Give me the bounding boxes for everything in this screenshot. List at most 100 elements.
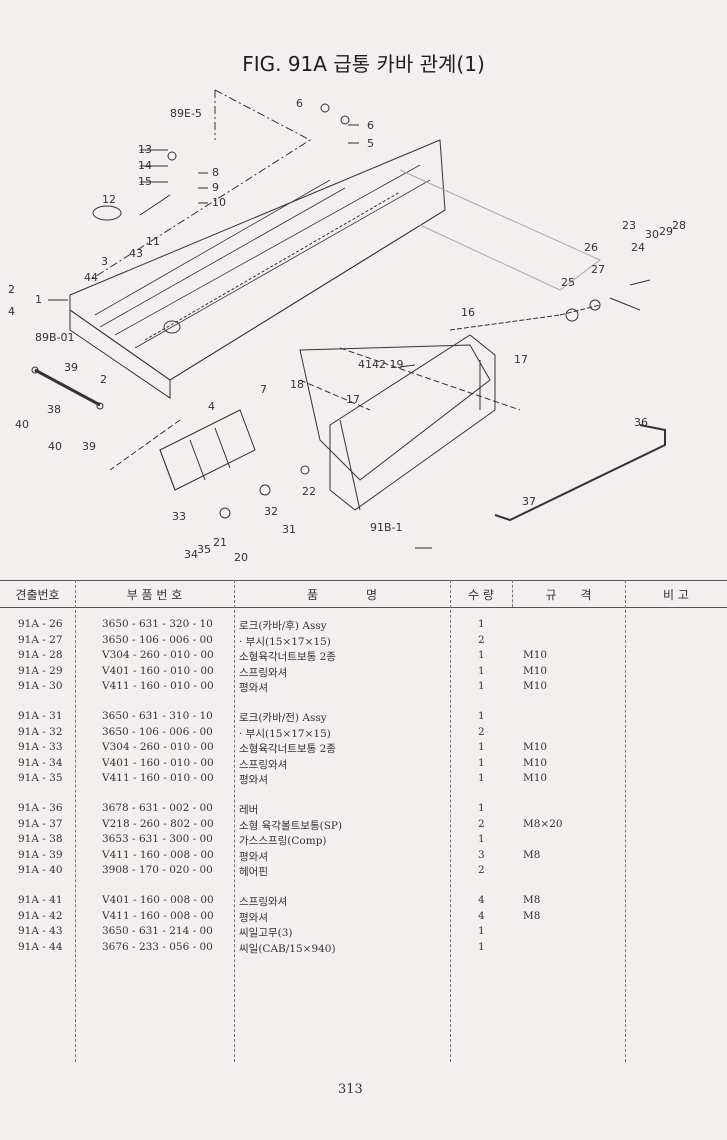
part-no-cell: 3650 - 631 - 310 - 10: [102, 710, 213, 722]
quantity-cell: 1: [478, 710, 485, 722]
callout-label: 39: [64, 361, 78, 374]
part-name-cell: 소형육각너트보통 2종: [239, 651, 336, 663]
part-no-cell: V401 - 160 - 010 - 00: [102, 664, 214, 677]
callout-label: 16: [461, 306, 475, 319]
callout-label: 3: [101, 255, 108, 268]
part-name-cell: 로크(카바/전) Assy: [239, 712, 327, 724]
callout-label: 35: [197, 543, 211, 556]
spec-cell: M10: [523, 772, 548, 784]
callout-label: 20: [234, 551, 248, 564]
callout-label: 23: [622, 219, 636, 232]
part-name-cell: 스프링와셔: [239, 896, 288, 908]
diagram-drawing: [31, 89, 666, 549]
quantity-cell: 1: [478, 680, 485, 692]
ref-no-cell: 91A - 31: [18, 710, 63, 722]
part-name-cell: 소형육각너트보통 2종: [239, 743, 336, 755]
callout-label: 89B-01: [35, 331, 75, 344]
callout-label: 43: [129, 247, 143, 260]
ref-no-cell: 91A - 27: [18, 633, 63, 646]
part-name-cell: 가스스프링(Comp): [239, 835, 327, 847]
quantity-cell: 4: [478, 894, 485, 906]
ref-no-cell: 91A - 44: [18, 940, 63, 953]
callout-label: 27: [591, 263, 605, 276]
part-no-cell: V218 - 260 - 802 - 00: [102, 817, 214, 830]
part-name-cell: 레버: [239, 804, 259, 816]
quantity-cell: 2: [478, 864, 485, 876]
ref-no-cell: 91A - 26: [18, 618, 63, 630]
part-no-cell: V411 - 160 - 010 - 00: [102, 680, 214, 692]
part-name-cell: 스프링와셔: [239, 758, 288, 771]
part-no-cell: 3650 - 631 - 320 - 10: [102, 618, 213, 630]
callout-label: 40: [15, 418, 29, 431]
callout-label: 4142 19: [358, 358, 404, 371]
ref-no-cell: 91A - 42: [18, 909, 63, 922]
part-no-cell: 3678 - 631 - 002 - 00: [102, 802, 213, 814]
callout-label: 28: [672, 219, 686, 232]
part-no-cell: V411 - 160 - 010 - 00: [102, 772, 214, 784]
callout-label: 32: [264, 505, 278, 518]
callout-label: 5: [367, 137, 374, 150]
part-name-cell: 씨일(CAB/15×940): [239, 942, 336, 955]
part-name-cell: 로크(카바/후) Assy: [239, 620, 327, 632]
ref-no-cell: 91A - 40: [18, 864, 63, 876]
callout-label: 38: [47, 403, 61, 416]
callout-label: 31: [282, 523, 296, 536]
part-no-cell: 3650 - 106 - 006 - 00: [102, 633, 213, 646]
spec-cell: M10: [523, 664, 548, 677]
spec-cell: M8×20: [523, 817, 563, 830]
callout-label: 22: [302, 485, 316, 498]
ref-no-cell: 91A - 35: [18, 772, 63, 784]
callout-label: 6: [296, 97, 303, 110]
part-no-cell: 3650 - 106 - 006 - 00: [102, 725, 213, 738]
callout-label: 21: [213, 536, 227, 549]
column-divider: [234, 580, 235, 1062]
ref-no-cell: 91A - 28: [18, 649, 63, 661]
callout-label: 14: [138, 159, 152, 172]
quantity-cell: 2: [478, 633, 485, 646]
ref-no-cell: 91A - 29: [18, 664, 63, 677]
part-no-cell: V401 - 160 - 010 - 00: [102, 756, 214, 769]
part-no-cell: V401 - 160 - 008 - 00: [102, 894, 214, 906]
spec-cell: M8: [523, 909, 541, 922]
quantity-cell: 1: [478, 741, 485, 753]
callout-label: 9: [212, 181, 219, 194]
quantity-cell: 2: [478, 725, 485, 738]
callout-label: 30: [645, 228, 659, 241]
callout-label: 4: [8, 305, 15, 318]
quantity-cell: 1: [478, 649, 485, 661]
header-spec: 규 격: [545, 588, 592, 602]
part-name-cell: 스프링와셔: [239, 666, 288, 679]
part-name-cell: 평와셔: [239, 850, 268, 863]
callout-label: 2: [100, 373, 107, 386]
exploded-parts-diagram: 6 6 5 89E-5 13 14 15 8 9 10 12 11 43 3 4…: [0, 80, 727, 570]
header-quantity: 수 량: [468, 588, 494, 602]
callout-label: 8: [212, 166, 219, 179]
callout-label: 10: [212, 196, 226, 209]
callout-label: 11: [146, 235, 160, 248]
ref-no-cell: 91A - 41: [18, 894, 63, 906]
quantity-cell: 1: [478, 756, 485, 769]
spec-cell: M10: [523, 680, 548, 692]
callout-label: 6: [367, 119, 374, 132]
spec-cell: M8: [523, 894, 541, 906]
quantity-cell: 2: [478, 817, 485, 830]
part-name-cell: 씨일고무(3): [239, 927, 293, 939]
ref-no-cell: 91A - 37: [18, 817, 63, 830]
header-part-no: 부 품 번 호: [126, 588, 183, 602]
quantity-cell: 1: [478, 925, 485, 937]
callout-label: 91B-1: [370, 521, 403, 534]
callout-label: 89E-5: [170, 107, 202, 120]
page-number: 313: [338, 1082, 363, 1097]
